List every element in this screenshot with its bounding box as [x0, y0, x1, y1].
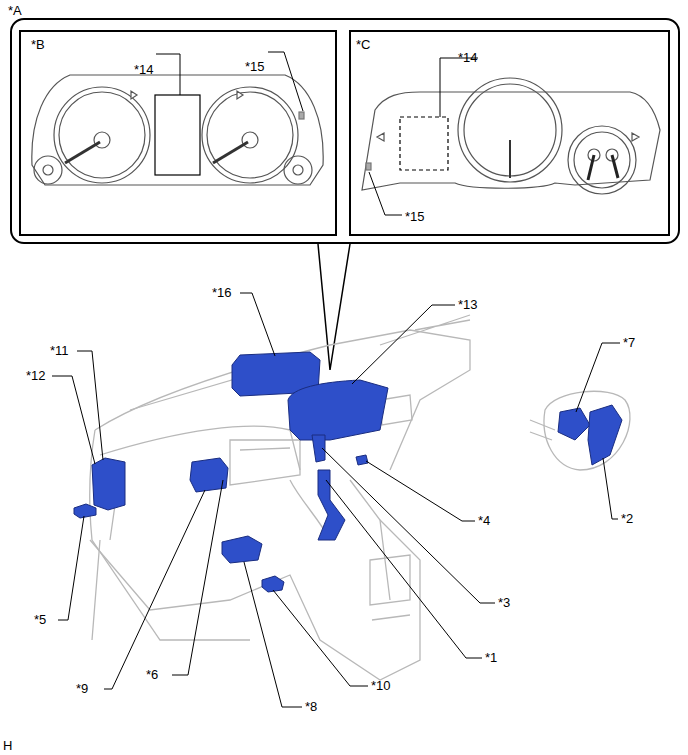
- callout-number: *11: [50, 343, 69, 359]
- component-parts: [74, 352, 622, 592]
- callout-number: *3: [498, 595, 510, 611]
- panel-label: *B: [31, 37, 45, 53]
- meter-panel: *C *14 *15: [349, 30, 670, 236]
- callout-number: *6: [146, 667, 158, 683]
- callout-box: *A*B*14*15*C*14*15: [10, 18, 680, 244]
- callout-number: *15: [405, 209, 425, 225]
- panel-label: *A: [8, 3, 22, 19]
- callout-number: *7: [623, 335, 635, 351]
- callout-number: *5: [34, 612, 46, 628]
- leader-line: [52, 293, 620, 707]
- callout-number: *15: [245, 59, 265, 75]
- callout-number: *14: [134, 62, 154, 78]
- figure-code: H: [3, 738, 12, 754]
- callout-number: *10: [371, 678, 391, 694]
- callout-number: *4: [478, 513, 490, 529]
- meter-drawing: [32, 52, 323, 185]
- callout-number: *16: [212, 285, 232, 301]
- meter-drawing: [362, 58, 660, 215]
- callout-number: *14: [458, 50, 478, 66]
- callout-number: *8: [305, 699, 317, 715]
- callout-pointer: [318, 244, 350, 370]
- callout-number: *12: [26, 368, 46, 384]
- panel-label: *C: [356, 37, 370, 53]
- callout-number: *2: [621, 511, 633, 527]
- vehicle-interior-outline: [90, 315, 630, 680]
- meter-panel: *B *14 *15: [19, 30, 337, 236]
- callout-number: *9: [76, 681, 88, 697]
- callout-number: *1: [485, 650, 497, 666]
- callout-number: *13: [458, 297, 478, 313]
